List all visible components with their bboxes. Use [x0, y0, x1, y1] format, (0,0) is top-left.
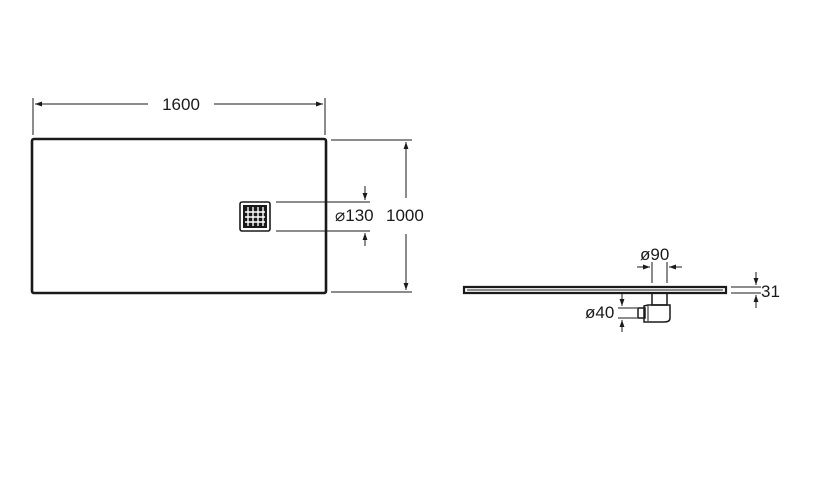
trap-diameter-dimension: ø90 [637, 245, 682, 283]
depth-label: 1000 [386, 206, 424, 225]
depth-dimension: 1000 [331, 139, 424, 293]
width-dimension: 1600 [32, 95, 326, 135]
tray-profile [462, 285, 728, 295]
outlet-diameter-dimension: ø40 [585, 294, 637, 332]
width-label: 1600 [162, 95, 200, 114]
thickness-label: 31 [761, 282, 780, 301]
drain-diameter-dimension: ⌀130 [276, 186, 374, 246]
drain-diameter-label: ⌀130 [335, 206, 374, 225]
plan-view: 1600 1000 ⌀130 [30, 95, 424, 295]
side-view: ø90 ø40 31 [462, 245, 780, 332]
thickness-dimension: 31 [731, 272, 780, 308]
trap-icon [637, 292, 671, 323]
drain-grille-icon [239, 201, 271, 232]
outlet-diameter-label: ø40 [585, 303, 614, 322]
shower-tray-outline [30, 137, 328, 295]
trap-diameter-label: ø90 [640, 245, 669, 264]
